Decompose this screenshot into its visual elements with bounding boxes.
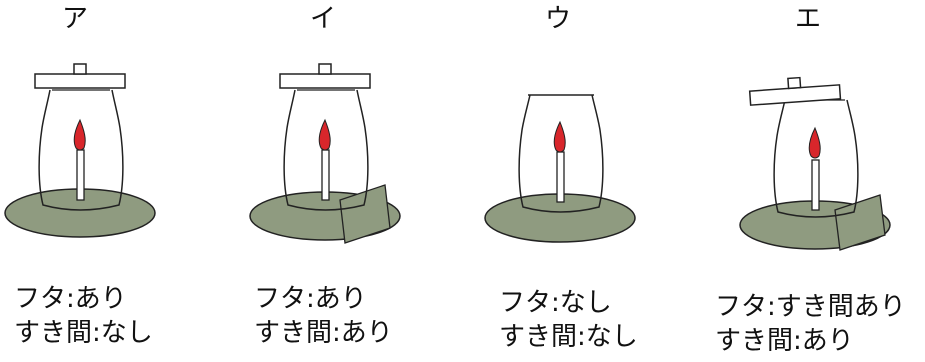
panel-letter: エ	[795, 4, 822, 34]
jar-body	[38, 89, 124, 211]
gap-label: すき間:なし	[14, 318, 153, 348]
gap-label: すき間:あり	[254, 318, 393, 348]
lid-knob	[318, 63, 332, 75]
lid-label: フタ:あり	[14, 284, 127, 314]
lid-knob	[787, 76, 802, 90]
jar-body	[283, 89, 369, 211]
panel-letter: ア	[62, 4, 89, 34]
caption-u: フタ:なし すき間:なし	[499, 286, 638, 354]
caption-e: フタ:すき間あり すき間:あり	[715, 290, 906, 358]
candle-jar-drawing	[249, 63, 401, 244]
candle-flame	[318, 118, 331, 151]
lid-ajar	[748, 76, 842, 106]
base-gap	[339, 184, 391, 244]
candle-jar-drawing	[484, 94, 636, 243]
lid-label: フタ:すき間あり	[715, 292, 906, 322]
jar-body	[518, 94, 604, 213]
gap-label: すき間:あり	[715, 326, 854, 356]
panel-a: ア フタ:あり すき間:なし	[0, 0, 220, 362]
panel-i: イ フタ:あり すき間:あり	[240, 0, 460, 362]
candle-jar-drawing	[4, 63, 156, 238]
panel-letter: ウ	[545, 4, 572, 34]
lid-label: フタ:なし	[499, 288, 612, 318]
candle-jar-drawing	[739, 76, 891, 251]
candle	[321, 149, 330, 201]
candle-flame	[553, 120, 566, 153]
base-gap	[834, 194, 886, 251]
lid	[34, 73, 126, 89]
panel-e: エ フタ:すき間あり すき間:あり	[705, 0, 925, 362]
jar-body	[773, 99, 859, 218]
panel-letter: イ	[310, 4, 337, 34]
candle-flame	[73, 118, 86, 151]
panel-u: ウ フタ:なし すき間:なし	[475, 0, 695, 362]
candle	[556, 151, 565, 203]
candle-flame	[808, 126, 821, 159]
caption-a: フタ:あり すき間:なし	[14, 282, 153, 350]
candle	[811, 159, 820, 211]
candle	[76, 149, 85, 201]
lid-label: フタ:あり	[254, 284, 367, 314]
lid	[279, 73, 371, 89]
caption-i: フタ:あり すき間:あり	[254, 282, 393, 350]
gap-label: すき間:なし	[499, 322, 638, 352]
lid-knob	[73, 63, 87, 75]
